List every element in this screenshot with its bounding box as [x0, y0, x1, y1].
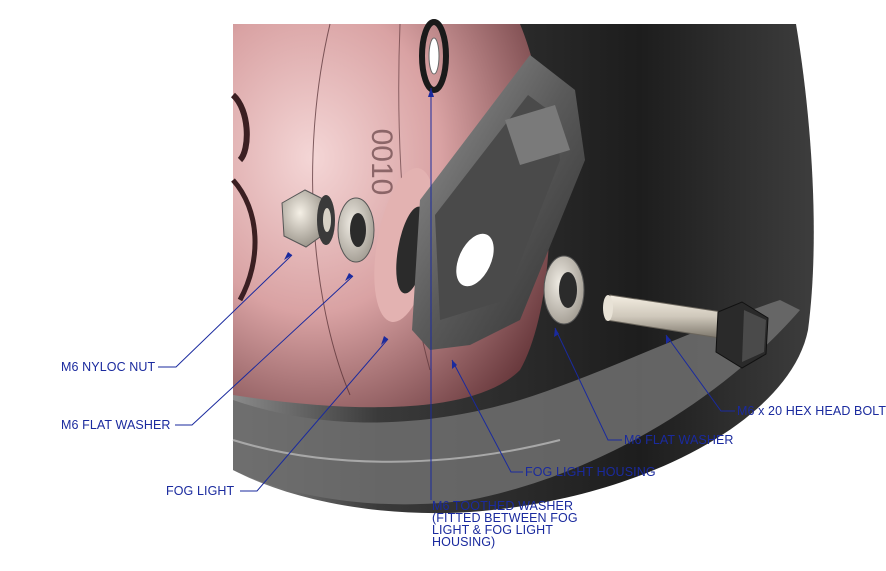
label-toothed-washer-line3: LIGHT & FOG LIGHT	[432, 523, 553, 537]
nyloc-nut	[281, 189, 335, 248]
leader-arrowheads	[284, 88, 671, 369]
fog-light-housing-bracket	[412, 55, 585, 350]
leader-fog-light	[240, 338, 389, 492]
label-toothed-washer: M6 TOOTHED WASHER (FITTED BETWEEN FOG LI…	[432, 499, 578, 549]
label-flat-washer-right: M6 FLAT WASHER	[624, 433, 734, 447]
label-fog-light-housing: FOG LIGHT HOUSING	[525, 465, 656, 479]
flat-washer-left	[337, 197, 375, 263]
leader-nyloc-nut	[158, 254, 293, 368]
leader-flat-washer-right	[554, 327, 622, 441]
label-toothed-washer-line4: HOUSING)	[432, 535, 496, 549]
leader-flat-washer-left	[175, 275, 354, 426]
label-hex-head-bolt: M6 x 20 HEX HEAD BOLT	[737, 404, 886, 418]
hex-head-bolt	[603, 294, 769, 369]
lens-engraving: 0010	[365, 129, 398, 196]
leader-lines	[158, 88, 735, 500]
label-toothed-washer-line1: M6 TOOTHED WASHER	[432, 499, 574, 513]
leader-housing	[451, 359, 523, 473]
label-toothed-washer-line2: (FITTED BETWEEN FOG	[432, 511, 578, 525]
label-nyloc-nut: M6 NYLOC NUT	[61, 360, 156, 374]
label-fog-light: FOG LIGHT	[166, 484, 235, 498]
toothed-washer	[419, 19, 449, 93]
label-flat-washer-left: M6 FLAT WASHER	[61, 418, 171, 432]
flat-washer-right	[543, 255, 585, 325]
leader-hex-bolt	[665, 334, 735, 412]
